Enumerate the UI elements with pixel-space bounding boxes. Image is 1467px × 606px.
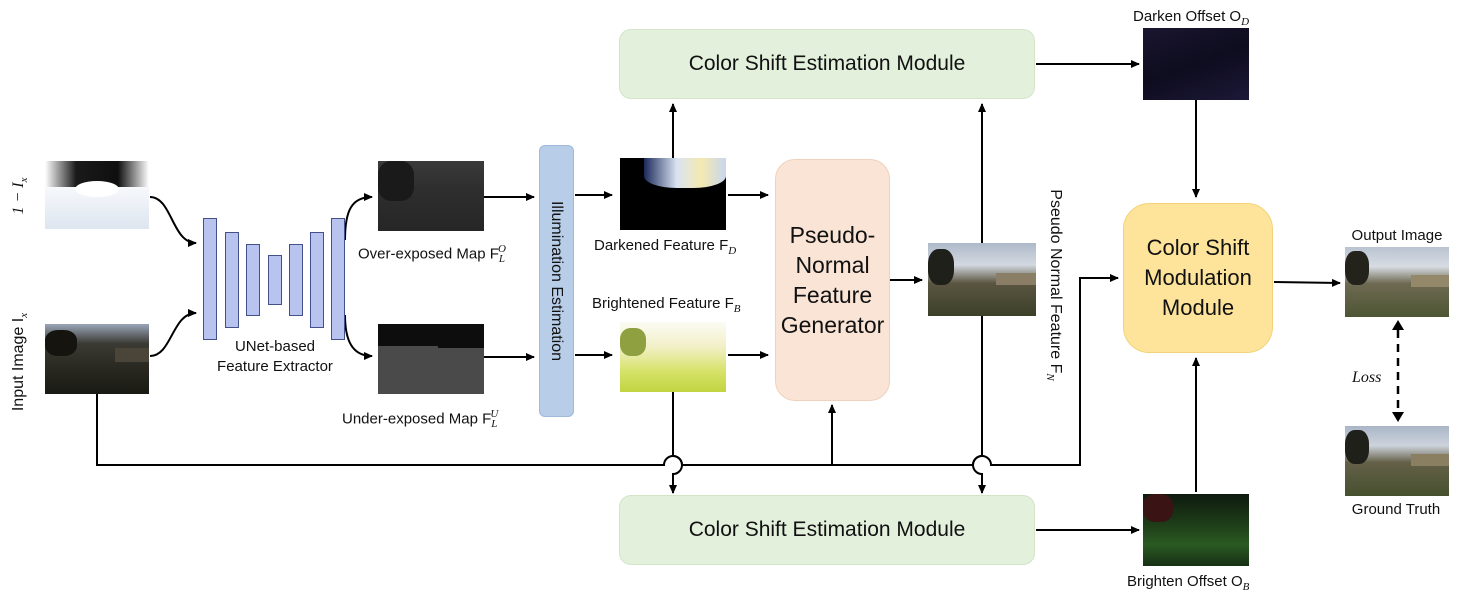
arrow-inverted-to-unet	[149, 196, 197, 247]
pseudo-normal-feature-image	[928, 243, 1036, 316]
pnfg-line-2: Normal	[795, 252, 870, 278]
skip-connection	[96, 274, 1119, 466]
under-exposed-map-label: Under-exposed Map FLU	[342, 408, 499, 431]
arrow-unet-to-over	[344, 193, 373, 241]
pnfg-line-4: Generator	[780, 312, 885, 338]
ground-truth-image	[1345, 426, 1449, 496]
pseudo-normal-feature-generator: Pseudo- Normal Feature Generator	[775, 159, 890, 401]
illumination-estimation-block: Illumination Estimation	[539, 145, 574, 417]
arrow-unet-to-under	[344, 314, 373, 360]
cse-top-label: Color Shift Estimation Module	[688, 52, 966, 75]
input-image-label: Input Image Ix	[9, 312, 31, 412]
unet-label: UNet-based Feature Extractor	[217, 338, 333, 375]
color-shift-estimation-module-top: Color Shift Estimation Module	[619, 29, 1035, 99]
csm-line-1: Color Shift	[1146, 235, 1250, 260]
output-image-label: Output Image	[1351, 227, 1443, 244]
csm-line-2: Modulation	[1144, 265, 1252, 290]
brightened-feature-image	[620, 322, 726, 392]
arrow-csm-to-output	[1273, 278, 1341, 287]
ground-truth-label: Ground Truth	[1351, 501, 1441, 518]
pnfg-line-1: Pseudo-	[789, 222, 876, 248]
output-image	[1345, 247, 1449, 317]
arrow-brightened-to-cse-bottom	[669, 392, 683, 494]
over-exposed-map-label: Over-exposed Map FLO	[358, 243, 506, 266]
darkened-feature-label: Darkened Feature FD	[594, 237, 737, 258]
darken-offset-label: Darken Offset OD	[1133, 8, 1250, 29]
over-exposed-map	[378, 161, 484, 231]
inverted-input-label: 1 − Ix	[9, 177, 31, 215]
arrow-input-to-unet	[149, 309, 197, 357]
brightened-feature-label: Brightened Feature FB	[592, 295, 741, 316]
arrow-pseudo-to-cse-bottom	[972, 316, 986, 494]
csm-line-3: Module	[1161, 295, 1235, 320]
darkened-feature-image	[620, 158, 726, 230]
color-shift-estimation-module-bottom: Color Shift Estimation Module	[619, 495, 1035, 565]
illumination-estimation-label: Illumination Estimation	[548, 200, 566, 362]
brighten-offset-label: Brighten Offset OB	[1127, 573, 1250, 594]
darken-offset-image	[1143, 28, 1249, 100]
loss-arrowhead-down	[1392, 412, 1404, 422]
loss-label: Loss	[1352, 369, 1382, 386]
pseudo-normal-feature-label: Pseudo Normal Feature FN	[1043, 189, 1065, 381]
loss-arrowhead-up	[1392, 320, 1404, 330]
brighten-offset-image	[1143, 494, 1249, 566]
under-exposed-map	[378, 324, 484, 394]
pnfg-line-3: Feature	[792, 282, 873, 308]
inverted-input-image	[45, 161, 149, 229]
cse-bottom-label: Color Shift Estimation Module	[688, 518, 966, 541]
color-shift-modulation-module: Color Shift Modulation Module	[1123, 203, 1273, 353]
input-image	[45, 324, 149, 394]
